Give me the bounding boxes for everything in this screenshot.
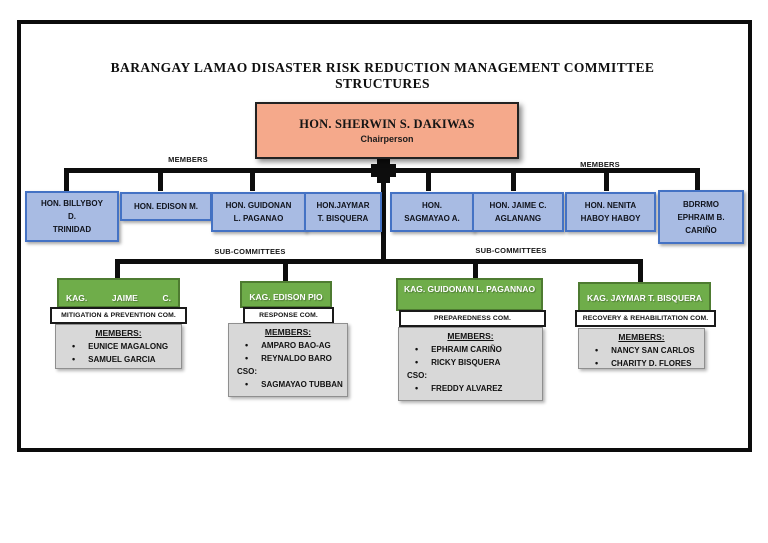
list-item: RICKY BISQUERA	[403, 356, 538, 369]
member-name-line: EPHRAIM B.	[677, 212, 725, 222]
member-name-line: HON. EDISON M.	[133, 202, 198, 211]
subcommittee-head-preparedness: KAG. GUIDONAN L. PAGANNAO	[396, 278, 543, 311]
connector-drop	[511, 168, 516, 191]
connector-members-bus-right	[383, 168, 700, 173]
member-name-line: L. PAGANAO	[233, 214, 284, 223]
member-box-edison: HON. EDISON M.	[120, 192, 212, 221]
subcommittee-head-name: KAG. GUIDONAN L. PAGANNAO	[403, 284, 536, 294]
title-line-2: STRUCTURES	[335, 76, 430, 91]
member-name-line: AGLANANG	[494, 214, 542, 223]
committee-label-recovery: RECOVERY & REHABILITATION COM.	[575, 310, 716, 327]
connector-center-vertical	[381, 155, 386, 264]
connector-drop	[473, 259, 478, 279]
list-item: EUNICE MAGALONG	[60, 340, 177, 353]
subcommittees-label-left: SUB-COMMITTEES	[214, 247, 286, 256]
member-box-trinidad: HON. BILLYBOY D. TRINIDAD	[25, 191, 119, 242]
title-line-1: BARANGAY LAMAO DISASTER RISK REDUCTION M…	[110, 60, 655, 75]
member-box-jaymar: HON.JAYMAR T. BISQUERA	[304, 192, 382, 232]
member-name-line: SAGMAYAO A.	[404, 214, 460, 223]
connector-drop	[426, 168, 431, 191]
members-list-heading: MEMBERS:	[264, 327, 312, 337]
member-name-line: HON.	[422, 201, 442, 210]
connector-drop	[695, 168, 700, 191]
member-name-line: HON. JAIME C.	[489, 201, 547, 210]
members-list-mitigation: MEMBERS: EUNICE MAGALONG SAMUEL GARCIA	[55, 324, 182, 369]
chairperson-box: HON. SHERWIN S. DAKIWAS Chairperson	[255, 102, 519, 159]
subcommittee-head-name: KAG. JAYMAR T. BISQUERA	[587, 292, 702, 303]
member-box-bdrrmo: BDRRMO EPHRAIM B. CARIÑO	[658, 190, 744, 244]
members-list-preparedness: MEMBERS: EPHRAIM CARIÑO RICKY BISQUERA C…	[398, 327, 543, 401]
list-item: AMPARO BAO-AG	[233, 339, 343, 352]
member-box-jaime: HON. JAIME C. AGLANANG	[472, 192, 564, 232]
member-name-line: TRINIDAD	[52, 225, 92, 234]
committee-label-preparedness: PREPAREDNESS COM.	[399, 310, 546, 327]
list-item: EPHRAIM CARIÑO	[403, 343, 538, 356]
connector-drop	[115, 259, 120, 279]
member-name-line: HON. NENITA	[584, 201, 637, 210]
connector-members-bus-left	[64, 168, 383, 173]
subcommittee-head-name: KAG. EDISON PIO	[249, 292, 323, 302]
member-name-line: HON.JAYMAR	[316, 201, 370, 210]
committee-label-mitigation: MITIGATION & PREVENTION COM.	[50, 307, 187, 324]
member-name-line: BDRRMO	[683, 199, 719, 209]
members-list-recovery: MEMBERS: NANCY SAN CARLOS CHARITY D. FLO…	[578, 328, 705, 369]
member-name-line: CARIÑO	[685, 225, 717, 235]
member-box-sagmayao: HON. SAGMAYAO A.	[390, 192, 474, 232]
members-list-heading: MEMBERS:	[95, 328, 142, 338]
list-item: FREDDY ALVAREZ	[403, 382, 538, 395]
connector-subcommittees-bus	[115, 259, 643, 264]
members-label-left: MEMBERS	[168, 155, 208, 164]
member-box-nenita: HON. NENITA HABOY HABOY	[565, 192, 656, 232]
member-box-guidonan: HON. GUIDONAN L. PAGANAO	[211, 192, 306, 232]
list-item: REYNALDO BARO	[233, 352, 343, 365]
connector-drop	[64, 168, 69, 191]
junction-cross-icon	[371, 164, 396, 177]
chairperson-name: HON. SHERWIN S. DAKIWAS	[299, 117, 475, 131]
cso-heading: CSO:	[237, 367, 257, 376]
chairperson-role: Chairperson	[360, 134, 414, 144]
member-name-line: HON. GUIDONAN	[225, 201, 292, 210]
members-list-response: MEMBERS: AMPARO BAO-AG REYNALDO BARO CSO…	[228, 323, 348, 397]
subcommittee-head-mitigation: KAG. JAIME C.	[57, 278, 180, 308]
list-item: CHARITY D. FLORES	[583, 357, 700, 370]
list-item: SAMUEL GARCIA	[60, 353, 177, 366]
list-item: SAGMAYAO TUBBAN	[233, 378, 343, 391]
subcommittees-label-right: SUB-COMMITTEES	[475, 246, 547, 255]
members-label-right: MEMBERS	[580, 160, 620, 169]
cso-heading: CSO:	[407, 371, 427, 380]
list-item: NANCY SAN CARLOS	[583, 344, 700, 357]
subcommittee-head-response: KAG. EDISON PIO	[240, 281, 332, 308]
member-name-line: D.	[68, 212, 76, 221]
members-list-heading: MEMBERS:	[618, 332, 665, 342]
connector-drop	[604, 168, 609, 191]
connector-drop	[638, 259, 643, 283]
connector-drop	[283, 259, 288, 282]
member-name-line: T. BISQUERA	[317, 214, 369, 223]
subcommittee-head-name: KAG. JAIME C.	[66, 293, 171, 303]
connector-drop	[250, 168, 255, 191]
connector-drop	[158, 168, 163, 191]
member-name-line: HABOY HABOY	[580, 214, 641, 223]
member-name-line: HON. BILLYBOY	[41, 199, 103, 208]
members-list-heading: MEMBERS:	[447, 331, 494, 341]
committee-label-response: RESPONSE COM.	[243, 307, 334, 324]
subcommittee-head-recovery: KAG. JAYMAR T. BISQUERA	[578, 282, 711, 313]
chart-title: BARANGAY LAMAO DISASTER RISK REDUCTION M…	[17, 60, 748, 92]
